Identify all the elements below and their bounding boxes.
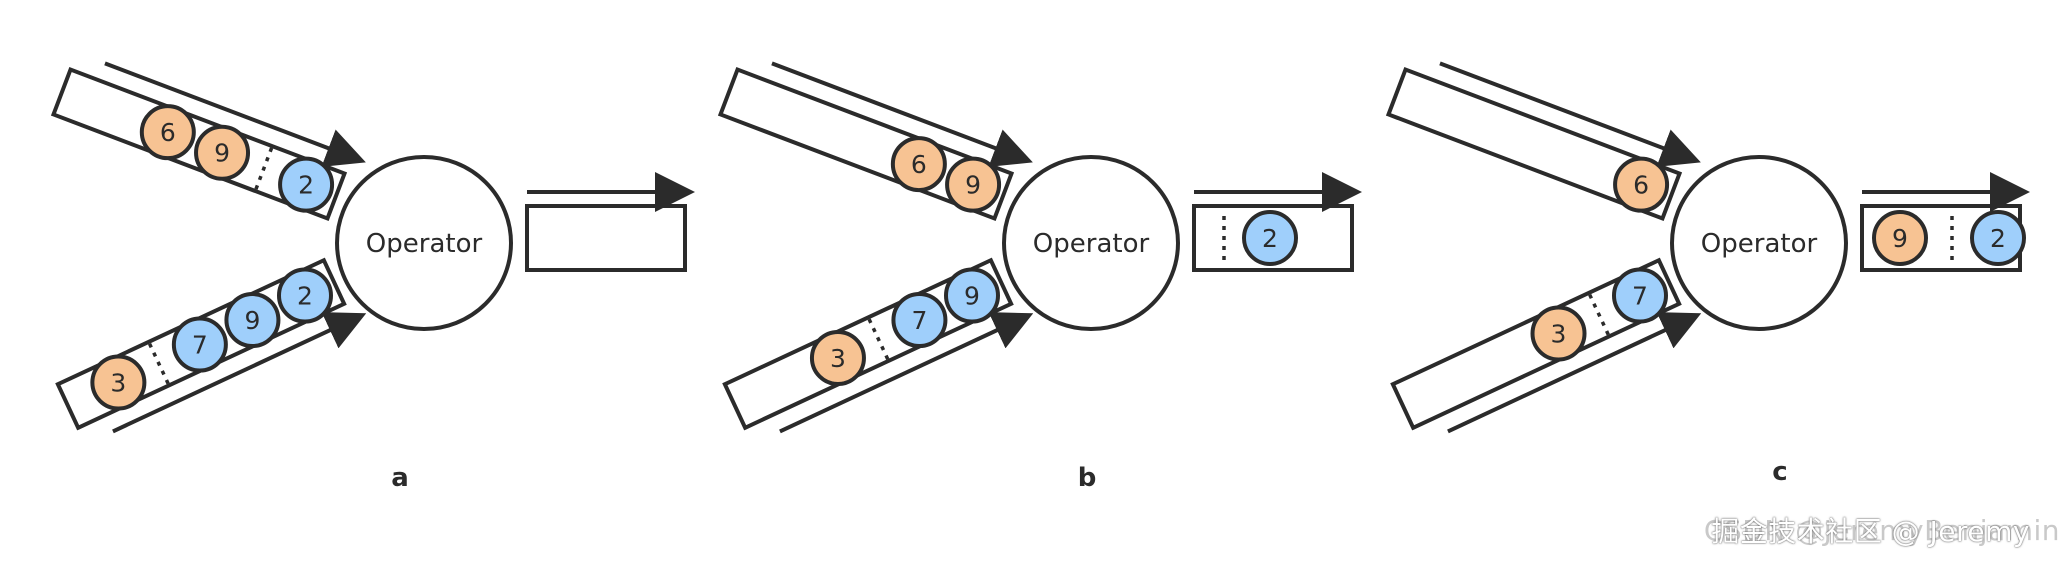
upper-ball-label: 9 <box>214 139 230 168</box>
lower-ball <box>224 292 281 349</box>
lower-separator <box>867 318 890 360</box>
lower-arrow <box>112 312 367 434</box>
upper-ball-label: 9 <box>965 171 981 200</box>
operator-node <box>1670 155 1848 331</box>
lower-ball <box>276 267 333 324</box>
upper-ball-label: 6 <box>1633 171 1649 200</box>
upper-ball <box>278 156 335 213</box>
upper-arrow <box>771 61 1033 167</box>
panels-group: 2 9 6 2 9 7 3 Operator a 9 6 9 7 3 Operator 2 b 6 7 3 Operat… <box>50 61 2030 493</box>
lower-ball-label: 7 <box>911 306 927 335</box>
output-ball-label: 9 <box>1892 224 1908 253</box>
output-ball <box>1872 210 1928 266</box>
output-ball <box>1970 210 2026 266</box>
upper-separator <box>254 147 274 190</box>
operator-node <box>335 155 513 331</box>
lower-ball-label: 9 <box>964 282 980 311</box>
panel-label: c <box>1772 457 1787 487</box>
upper-channel-box <box>1385 66 1683 222</box>
lower-separator <box>147 342 170 385</box>
operator-label: Operator <box>1701 229 1818 259</box>
upper-arrow <box>104 61 366 167</box>
operator-node <box>1002 155 1180 331</box>
upper-arrow <box>1439 61 1701 167</box>
panel-b: 9 6 9 7 3 Operator 2 b <box>717 61 1362 493</box>
lower-ball <box>891 292 948 349</box>
panel-c: 6 7 3 Operator 9 2 c <box>1385 61 2030 487</box>
panel-a: 2 9 6 2 9 7 3 Operator a <box>50 61 695 493</box>
output-buffer-box <box>525 204 687 272</box>
lower-ball-label: 3 <box>110 369 126 398</box>
operator-label: Operator <box>1033 229 1150 259</box>
upper-ball <box>194 124 251 181</box>
upper-ball-label: 2 <box>298 171 314 200</box>
upper-ball <box>139 104 196 161</box>
upper-ball <box>890 136 947 193</box>
lower-ball <box>943 267 1000 324</box>
lower-ball-label: 7 <box>192 331 208 360</box>
lower-ball <box>1530 305 1587 362</box>
lower-ball-label: 9 <box>244 306 260 335</box>
lower-ball <box>1611 267 1668 324</box>
upper-ball <box>1613 156 1670 213</box>
lower-ball <box>171 316 228 373</box>
lower-arrow <box>779 312 1034 434</box>
lower-ball-label: 2 <box>297 282 313 311</box>
lower-ball <box>90 354 147 411</box>
lower-separator <box>1588 293 1610 336</box>
lower-arrow <box>1447 312 1702 434</box>
panel-label: b <box>1078 463 1097 493</box>
output-ball <box>1242 210 1298 266</box>
output-ball-label: 2 <box>1262 224 1278 253</box>
operator-label: Operator <box>366 229 483 259</box>
watermark: CSDN @JeremyBenjamin 掘金技术社区 @ Jeremy <box>1704 506 2060 554</box>
watermark-juejin: 掘金技术社区 @ Jeremy <box>1711 515 2030 548</box>
output-ball-label: 2 <box>1990 224 2006 253</box>
lower-ball-label: 7 <box>1632 282 1648 311</box>
upper-ball-label: 6 <box>160 118 176 147</box>
upper-ball-label: 6 <box>911 150 927 179</box>
watermark-csdn: CSDN @JeremyBenjamin <box>1703 513 2060 547</box>
lower-ball-label: 3 <box>830 344 846 373</box>
panel-label: a <box>391 463 409 493</box>
lower-ball-label: 3 <box>1551 320 1567 349</box>
lower-ball <box>809 330 866 387</box>
upper-ball <box>945 156 1002 213</box>
